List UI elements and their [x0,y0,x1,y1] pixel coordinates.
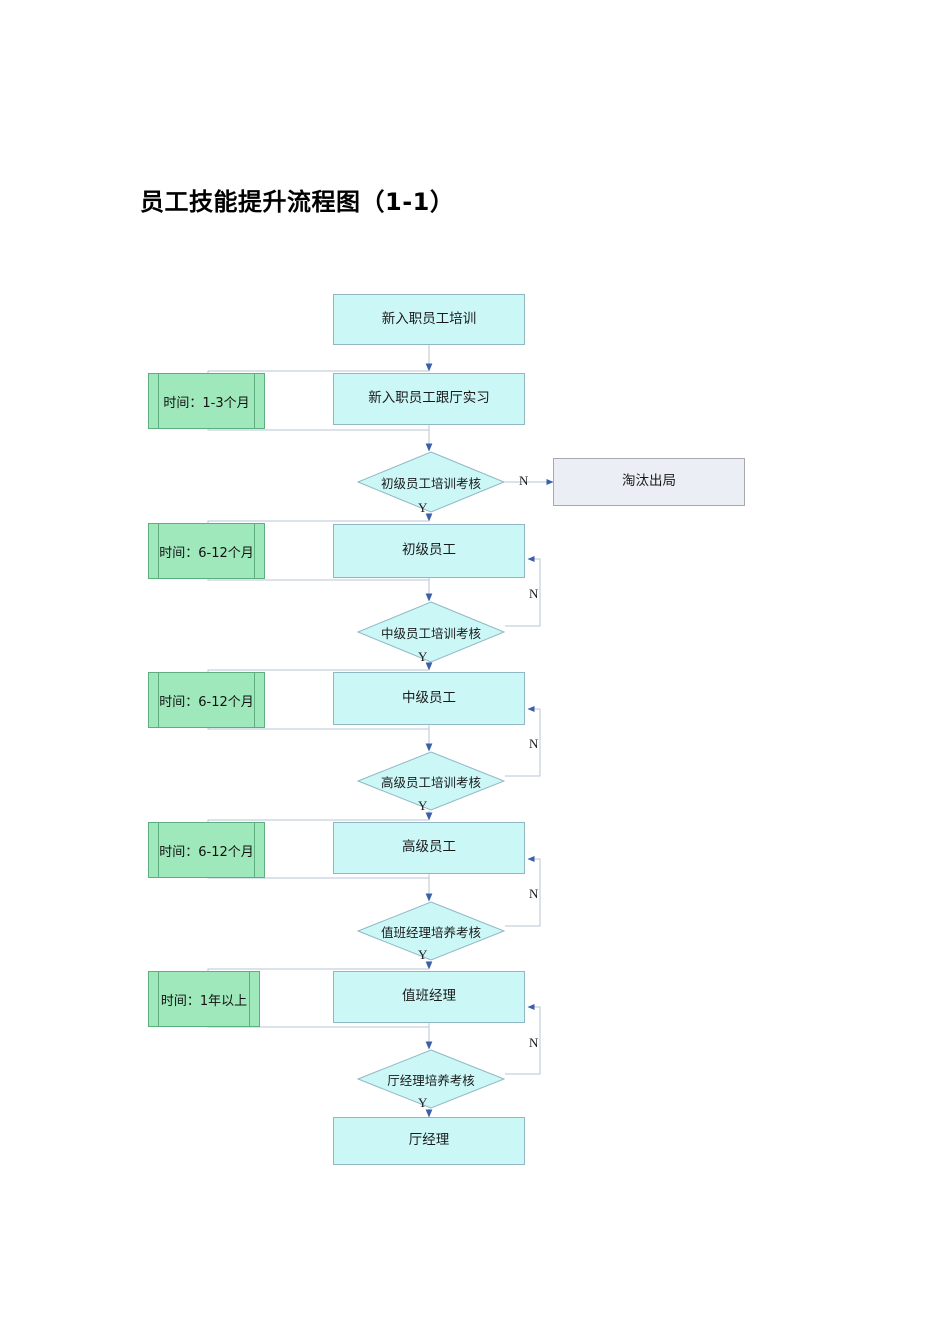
node-label: 高级员工 [402,839,456,856]
edge-label-yes-5: Y [418,1095,428,1110]
note-label: 时间：6-12个月 [159,694,254,710]
decision-senior-training-assessment[interactable]: 高级员工培训考核 [357,751,505,811]
node-duty-manager[interactable]: 值班经理 [333,971,525,1023]
note-rule-right [254,673,255,727]
note-duration-5: 时间：1年以上 [148,971,260,1027]
node-label: 厅经理 [408,1132,450,1149]
diamond-shape [357,451,505,513]
note-rule-right [254,823,255,877]
note-rule-right [249,972,250,1026]
diamond-shape [357,901,505,961]
node-hall-manager[interactable]: 厅经理 [333,1117,525,1165]
note-label: 时间：6-12个月 [159,545,254,561]
edge-label-yes-4: Y [418,947,428,962]
node-label: 新入职员工培训 [381,310,477,327]
node-label: 中级员工 [402,689,456,706]
note-rule-left [158,823,159,877]
decision-intermediate-training-assessment[interactable]: 中级员工培训考核 [357,601,505,663]
edge-label-no-1: N [519,473,529,488]
diamond-shape [357,751,505,811]
note-rule-left [158,374,159,428]
note-rule-right [254,524,255,578]
note-label: 时间：1年以上 [160,993,248,1009]
page-title: 员工技能提升流程图（1-1） [140,188,455,216]
decision-hall-manager-assessment[interactable]: 厅经理培养考核 [357,1049,505,1109]
node-intermediate-employee[interactable]: 中级员工 [333,672,525,725]
note-label: 时间：6-12个月 [159,844,254,860]
edge-label-no-4: N [529,886,539,901]
note-duration-4: 时间：6-12个月 [148,822,265,878]
note-rule-left [158,673,159,727]
edge-label-yes-2: Y [418,649,428,664]
decision-junior-training-assessment[interactable]: 初级员工培训考核 [357,451,505,513]
node-label: 淘汰出局 [622,473,676,490]
node-junior-employee[interactable]: 初级员工 [333,524,525,578]
node-eliminated[interactable]: 淘汰出局 [553,458,745,506]
edge-label-no-3: N [529,736,539,751]
node-label: 新入职员工跟厅实习 [368,390,490,407]
note-duration-2: 时间：6-12个月 [148,523,265,579]
decision-duty-manager-assessment[interactable]: 值班经理培养考核 [357,901,505,961]
edge-label-no-5: N [529,1035,539,1050]
note-rule-left [158,524,159,578]
diamond-shape [357,1049,505,1109]
node-label: 初级员工 [402,542,456,559]
note-duration-1: 时间：1-3个月 [148,373,265,429]
edge-label-no-2: N [529,586,539,601]
edge-label-yes-3: Y [418,798,428,813]
node-senior-employee[interactable]: 高级员工 [333,822,525,874]
node-new-employee-internship[interactable]: 新入职员工跟厅实习 [333,373,525,425]
note-rule-right [254,374,255,428]
node-new-employee-training[interactable]: 新入职员工培训 [333,294,525,345]
note-label: 时间：1-3个月 [163,395,250,411]
diamond-shape [357,601,505,663]
edge-label-yes-1: Y [418,500,428,515]
note-rule-left [158,972,159,1026]
node-label: 值班经理 [402,988,456,1005]
note-duration-3: 时间：6-12个月 [148,672,265,728]
